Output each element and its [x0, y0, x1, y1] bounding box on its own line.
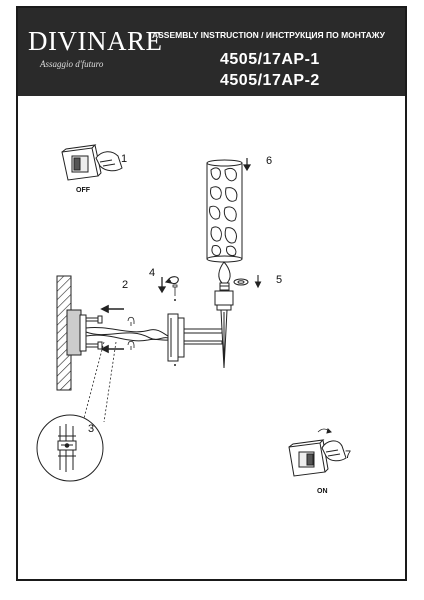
arrow-down-icon — [254, 275, 262, 289]
wall-plate-icon — [167, 313, 185, 362]
arrow-left-icon — [100, 304, 124, 354]
step-1-number: 1 — [121, 153, 127, 165]
connector-detail-icon — [36, 414, 104, 482]
step-7-number: 7 — [345, 449, 351, 461]
detail-callout-icon — [82, 341, 117, 423]
ring-nut-icon — [233, 278, 249, 286]
brand-tagline: Assaggio d'futuro — [40, 59, 104, 69]
wall-section-icon — [56, 275, 82, 391]
step-3-number: 3 — [88, 423, 94, 435]
model-number-2: 4505/17AP-2 — [220, 72, 320, 89]
brand-logo: DIVINARE — [28, 26, 163, 56]
glass-shade-icon — [206, 159, 243, 263]
wiring-icon — [85, 326, 169, 342]
step-6-number: 6 — [266, 155, 272, 167]
instruction-sheet: DIVINARE Assaggio d'futuro ASSEMBLY INST… — [16, 6, 407, 581]
arrow-down-icon — [242, 158, 252, 172]
arrow-down-icon — [157, 277, 167, 294]
switch-off-icon — [61, 144, 123, 181]
assembly-title: ASSEMBLY INSTRUCTION / ИНСТРУКЦИЯ ПО МОН… — [152, 30, 385, 40]
screw-icon — [172, 284, 178, 296]
wall-arm-icon — [182, 328, 223, 345]
candle-bulb-icon — [218, 261, 231, 291]
screw-icon — [127, 316, 135, 350]
header-bar: DIVINARE Assaggio d'futuro ASSEMBLY INST… — [18, 8, 405, 96]
step-5-number: 5 — [276, 274, 282, 286]
step-2-number: 2 — [122, 279, 128, 291]
lamp-holder-icon — [214, 290, 234, 369]
switch-on-icon — [288, 428, 347, 477]
mounting-bracket-icon — [79, 314, 103, 352]
switch-on-label: ON — [317, 488, 328, 495]
switch-off-label: OFF — [76, 187, 91, 194]
model-number-1: 4505/17AP-1 — [220, 51, 320, 68]
rotate-arrow-icon — [164, 276, 179, 285]
step-4-number: 4 — [149, 267, 155, 279]
